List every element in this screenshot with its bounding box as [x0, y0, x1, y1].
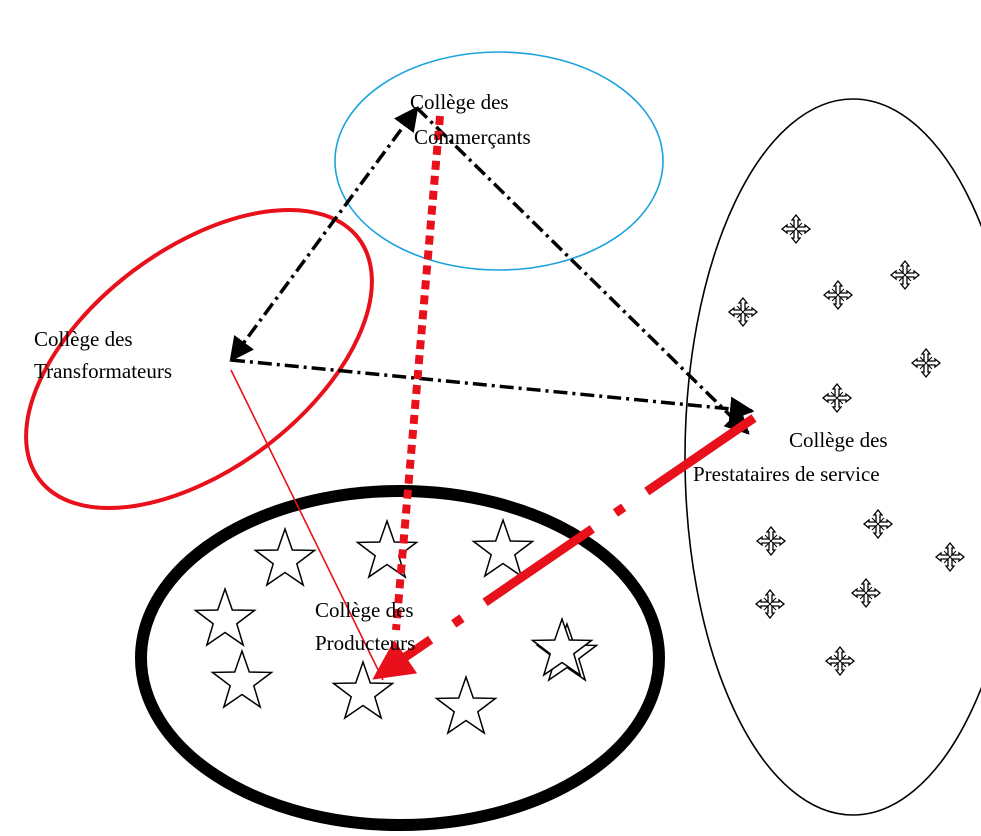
- producteurs-outline: [135, 485, 665, 831]
- cross-pattee-icon: [911, 348, 941, 378]
- arrow-commercants-producteurs: [392, 115, 444, 631]
- label-commercants: Collège des Commerçants: [410, 90, 531, 149]
- star-icon: [254, 528, 316, 586]
- commercants-line1: Collège des: [410, 90, 509, 114]
- commercants-outline: [334, 51, 664, 271]
- arrow-commercants-transformateurs: [229, 106, 419, 362]
- cross-pattee-icon: [755, 589, 785, 619]
- prestataires-line2: Prestataires de service: [693, 462, 880, 486]
- star-icon: [435, 676, 497, 734]
- cross-pattee-icon: [863, 509, 893, 539]
- label-prestataires: Collège des Prestataires de service: [693, 428, 888, 486]
- label-producteurs: Collège des Producteurs: [315, 598, 415, 655]
- producteurs-line2: Producteurs: [315, 631, 415, 655]
- producteurs-line1: Collège des: [315, 598, 414, 622]
- star-icon: [472, 519, 534, 577]
- link-transformateurs-producteurs: [230, 369, 384, 681]
- arrow-commercants-prestataires: [415, 106, 750, 435]
- star-icon: [356, 520, 418, 578]
- cross-pattee-icon: [823, 280, 853, 310]
- cross-pattee-icon: [890, 260, 920, 290]
- cross-pattee-icon: [781, 214, 811, 244]
- transformateurs-line2: Transformateurs: [34, 359, 172, 383]
- cross-pattee-icon: [822, 383, 852, 413]
- cross-pattee-icon: [935, 542, 965, 572]
- prestataires-outline: [684, 98, 981, 816]
- cross-pattee-icon: [851, 578, 881, 608]
- cross-pattee-icon: [825, 646, 855, 676]
- transformateurs-line1: Collège des: [34, 327, 133, 351]
- arrow-transformateurs-prestataires: [230, 358, 755, 422]
- star-icon: [194, 588, 256, 646]
- commercants-line2: Commerçants: [414, 125, 531, 149]
- black-relations: [229, 106, 755, 435]
- label-transformateurs: Collège des Transformateurs: [34, 327, 172, 383]
- cross-pattee-icon: [728, 297, 758, 327]
- prestataires-line1: Collège des: [789, 428, 888, 452]
- arrow-prestataires-producteurs: [372, 414, 757, 680]
- star-icon: [211, 650, 273, 708]
- cross-pattee-icon: [756, 526, 786, 556]
